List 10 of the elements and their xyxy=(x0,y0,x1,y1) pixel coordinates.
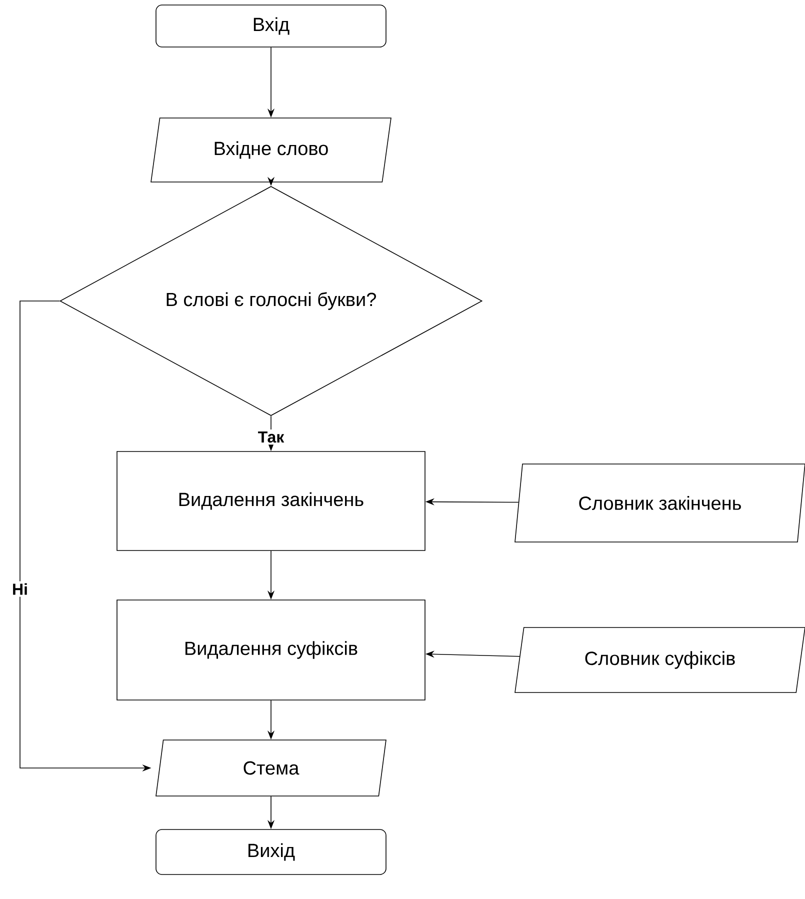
data-parallelogram: Словник закінчень xyxy=(514,464,805,542)
process-box: Видалення закінчень xyxy=(116,451,426,551)
data-parallelogram: Словник суфіксів xyxy=(514,627,805,693)
process-box: Видалення суфіксів xyxy=(116,600,426,700)
data-parallelogram: Стема xyxy=(156,740,386,796)
edge-label: Так xyxy=(256,430,286,445)
terminal-box: Вхід xyxy=(156,4,386,48)
data-parallelogram: Вхідне слово xyxy=(150,118,392,182)
terminal-box: Вихід xyxy=(156,829,386,875)
edge-label: Ні xyxy=(10,581,30,597)
